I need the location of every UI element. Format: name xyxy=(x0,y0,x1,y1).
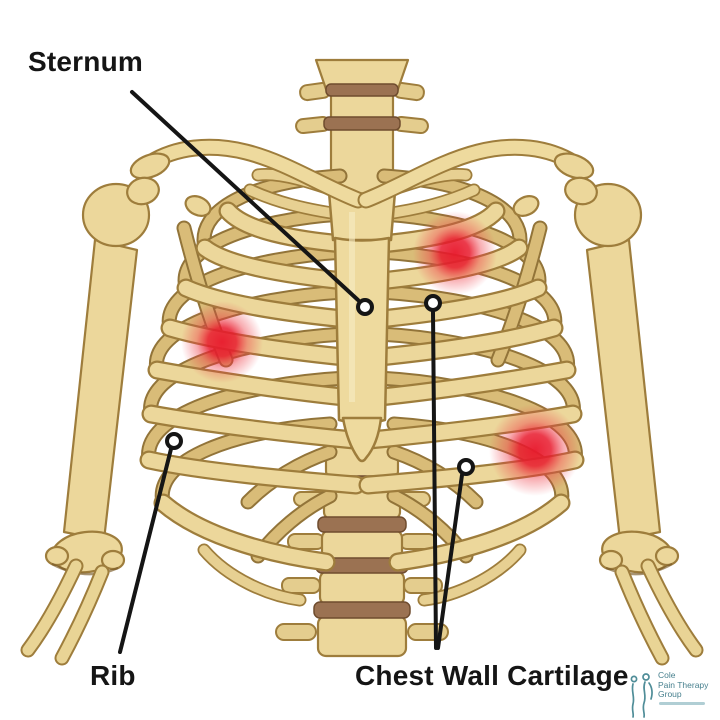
leader-lines xyxy=(118,90,475,654)
humerus-right xyxy=(564,176,680,576)
sternum-leader-line xyxy=(130,90,360,302)
logo-tagline xyxy=(659,701,705,705)
acromion xyxy=(553,152,595,180)
forearm-left xyxy=(28,566,102,658)
condyle xyxy=(44,545,70,567)
sternum-pointer-circle xyxy=(356,298,374,316)
cartilage-pointer-circle-upper xyxy=(424,294,442,312)
coracoid xyxy=(184,195,212,217)
cole-pain-therapy-group-logo: Cole Pain Therapy Group xyxy=(627,670,719,719)
vertebral-column-upper xyxy=(295,58,429,202)
logo-figures-icon xyxy=(630,673,653,718)
sternum-label: Sternum xyxy=(28,46,143,77)
clavicle-left xyxy=(129,147,358,200)
condyle xyxy=(654,545,680,567)
logo-line-3: Group xyxy=(658,689,682,700)
rib-leader-line xyxy=(118,447,173,654)
humerus-shaft xyxy=(62,238,139,542)
pain-spot-left-ribs xyxy=(181,301,263,383)
cartilage-pointer-circle-lower xyxy=(457,458,475,476)
pain-spot-right-lower-cartilage xyxy=(489,404,581,496)
pain-spots xyxy=(181,211,581,496)
cartilage-leader-line-lower xyxy=(436,473,464,650)
xiphoid-process xyxy=(341,416,383,463)
pain-spot-right-upper-cartilage xyxy=(413,211,497,295)
elbow-joint-line xyxy=(51,562,119,576)
humerus-left xyxy=(44,176,160,576)
scapula-left xyxy=(182,195,226,360)
rib-pointer-circle xyxy=(165,432,183,450)
greater-tubercle xyxy=(564,176,598,206)
sternum-body xyxy=(333,236,391,425)
logo-line-1: Cole xyxy=(658,670,676,680)
acromion xyxy=(129,152,171,180)
logo-text: Cole Pain Therapy Group xyxy=(658,670,709,705)
clavicle-right xyxy=(366,147,595,200)
logo-line-2: Pain Therapy xyxy=(658,679,709,690)
greater-tubercle xyxy=(126,176,160,206)
scapula-right xyxy=(498,195,542,360)
cartilage-leader-line-upper xyxy=(431,310,438,650)
sternum-bone xyxy=(327,187,397,463)
elbow-joint-line xyxy=(605,562,673,576)
humerus-shaft xyxy=(585,238,662,542)
forearm-right xyxy=(622,566,696,658)
rib-label: Rib xyxy=(90,660,136,691)
chest-wall-cartilage-label: Chest Wall Cartilage xyxy=(355,660,629,691)
coracoid xyxy=(512,195,540,217)
